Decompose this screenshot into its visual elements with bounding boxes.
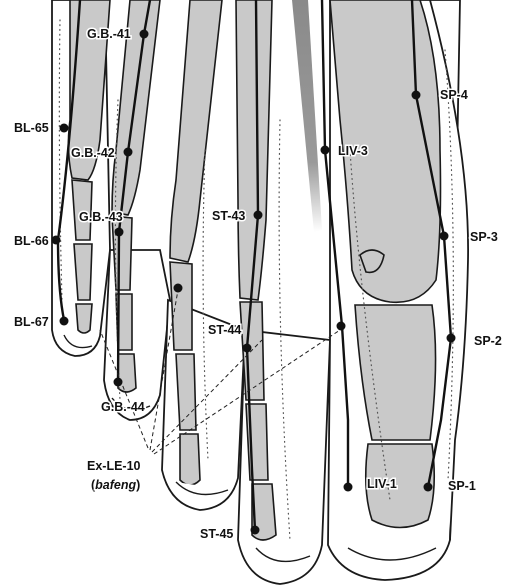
label-st44: ST-44 — [208, 323, 241, 337]
point-sp1 — [424, 483, 433, 492]
label-bl65: BL-65 — [14, 121, 49, 135]
point-bl67 — [60, 317, 69, 326]
point-gb43 — [115, 228, 124, 237]
extensor-tendon — [292, 0, 322, 232]
label-liv3: LIV-3 — [338, 144, 368, 158]
point-bafeng-b — [337, 322, 346, 331]
point-gb42 — [124, 148, 133, 157]
point-sp3 — [440, 232, 449, 241]
point-gb44 — [114, 378, 123, 387]
label-gb41: G.B.-41 — [87, 27, 131, 41]
label-liv1: LIV-1 — [367, 477, 397, 491]
label-gb42: G.B.-42 — [71, 146, 115, 160]
label-gb44: G.B.-44 — [101, 400, 145, 414]
label-st45: ST-45 — [200, 527, 233, 541]
point-st45 — [251, 526, 260, 535]
label-ex-le-10: Ex-LE-10 — [87, 459, 141, 473]
label-sp1: SP-1 — [448, 479, 476, 493]
point-sp4 — [412, 91, 421, 100]
label-sp2: SP-2 — [474, 334, 502, 348]
point-bl66 — [52, 236, 61, 245]
label-sp3: SP-3 — [470, 230, 498, 244]
point-st43 — [254, 211, 263, 220]
point-sp2 — [447, 334, 456, 343]
label-bafeng: (bafeng) — [91, 478, 140, 492]
label-sp4: SP-4 — [440, 88, 468, 102]
point-liv1 — [344, 483, 353, 492]
label-bl66: BL-66 — [14, 234, 49, 248]
label-bl67: BL-67 — [14, 315, 49, 329]
point-st44 — [243, 344, 252, 353]
label-gb43: G.B.-43 — [79, 210, 123, 224]
point-liv3 — [321, 146, 330, 155]
point-gb41 — [140, 30, 149, 39]
point-bafeng-a — [174, 284, 183, 293]
point-bl65 — [60, 124, 69, 133]
label-st43: ST-43 — [212, 209, 245, 223]
